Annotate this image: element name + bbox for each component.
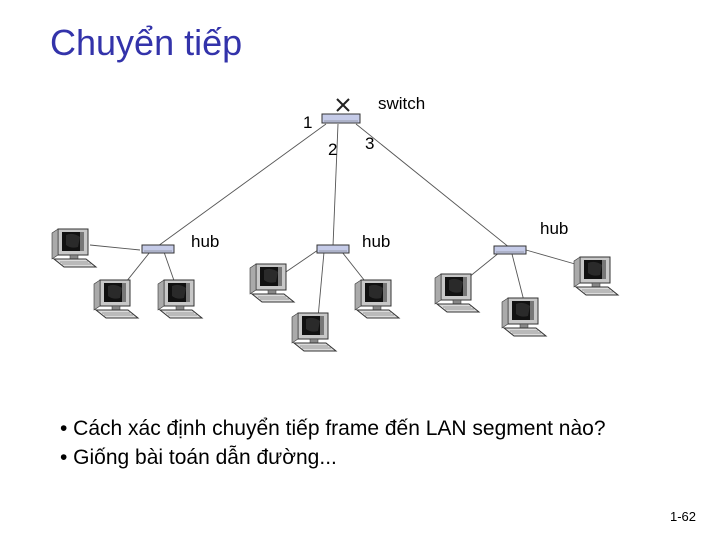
computer-icon	[501, 297, 547, 337]
hub-right-label: hub	[540, 219, 569, 238]
port-1-label: 1	[303, 113, 313, 132]
hub-right	[493, 245, 527, 255]
link-switch-hub-left	[157, 123, 327, 247]
computer-icon	[93, 279, 139, 319]
link-switch-hub-right	[355, 123, 511, 249]
port-2-label: 2	[328, 140, 338, 159]
hub-middle-label: hub	[362, 232, 391, 251]
slide-title: Chuyển tiếp	[50, 22, 243, 63]
link-switch-hub-middle	[332, 123, 339, 247]
hub-middle	[316, 244, 350, 254]
computer-icon	[157, 279, 203, 319]
computer-icon	[51, 228, 97, 268]
hub-left-label: hub	[191, 232, 220, 251]
port-3-label: 3	[365, 134, 375, 153]
switch-label: switch	[378, 94, 426, 113]
computer-icon	[249, 263, 295, 303]
computer-icon	[434, 273, 480, 313]
page-number: 1-62	[669, 509, 696, 524]
computer-icon	[354, 279, 400, 319]
computer-icon	[573, 256, 619, 296]
switch-x-icon	[336, 98, 350, 112]
switch-device	[321, 98, 361, 124]
bullet-item: • Cách xác định chuyển tiếp frame đến LA…	[60, 417, 606, 440]
bullet-list: • Cách xác định chuyển tiếp frame đến LA…	[60, 414, 662, 472]
hub-left	[141, 244, 175, 254]
computer-icon	[291, 312, 337, 352]
bullet-item: • Giống bài toán dẫn đường...	[60, 446, 337, 469]
